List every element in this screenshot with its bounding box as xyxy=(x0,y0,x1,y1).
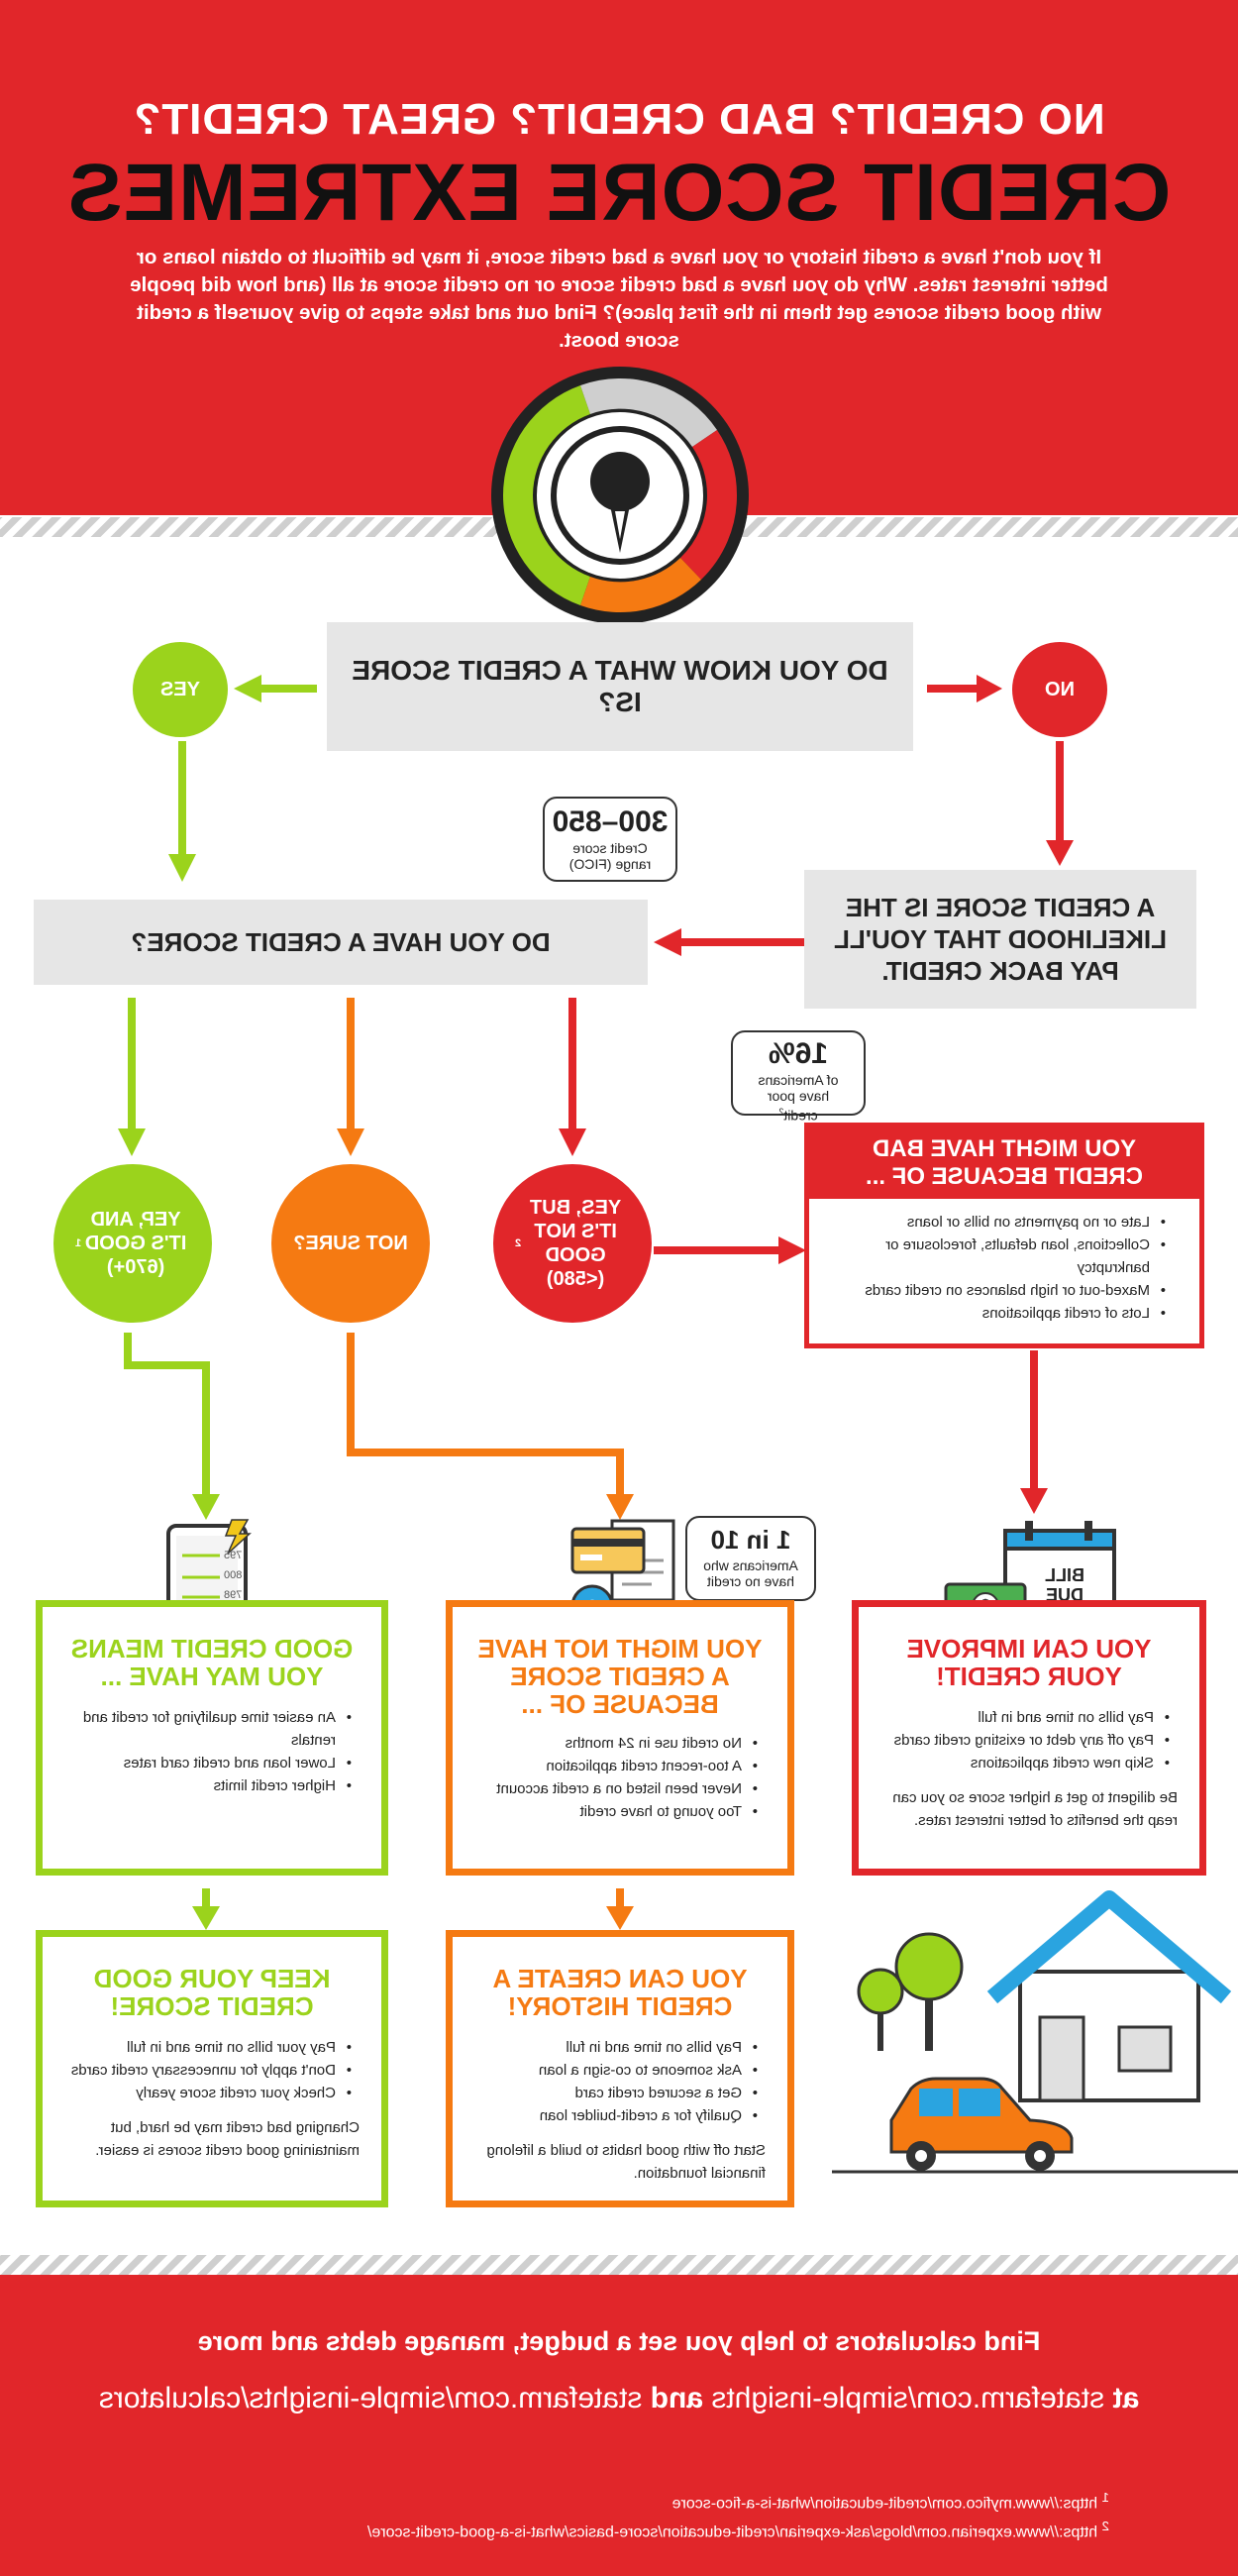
can-improve-title: YOU CAN IMPROVE YOUR CREDIT! xyxy=(906,1634,1152,1691)
poor-credit-footnote: 2 xyxy=(778,1107,784,1117)
poor-credit-caption-text: of Americans have poor credit xyxy=(758,1072,839,1124)
list-item: Skip new credit applications xyxy=(880,1752,1154,1774)
list-item: Lots of credit applications xyxy=(829,1302,1150,1325)
keep-good-credit-card: KEEP YOUR GOOD CREDIT SCORE! Pay your bi… xyxy=(36,1930,388,2207)
list-item: Higher credit limits xyxy=(64,1774,336,1797)
footnote-1-num: 1 xyxy=(1101,2490,1109,2505)
no-credit-bubble: 1 in 10 Americans who have no credit xyxy=(685,1516,816,1601)
green-arrows xyxy=(118,675,317,1930)
footer-at: at xyxy=(1112,2382,1140,2415)
answer-unsure-circle: NOT SURE? xyxy=(271,1164,430,1323)
list-item: Too young to have credit xyxy=(474,1800,742,1823)
list-item: Maxed-out or high balances on credit car… xyxy=(829,1279,1150,1302)
red-arrows xyxy=(559,675,1074,1514)
create-credit-history-title: YOU CAN CREATE A CREDIT HISTORY! xyxy=(492,1964,748,2021)
create-credit-history-card: YOU CAN CREATE A CREDIT HISTORY! Pay bil… xyxy=(446,1930,794,2207)
header-intro: If you don't have a credit history or yo… xyxy=(130,246,1108,352)
answer-good-circle: YEP, AND IT'S GOOD (670+)1 xyxy=(53,1164,212,1323)
credit-range-caption: Credit score range (FICO) xyxy=(568,840,652,872)
footer-link-calculators[interactable]: statefarm.com/simple-insights/calculator… xyxy=(98,2382,643,2415)
keep-good-credit-title: KEEP YOUR GOOD CREDIT SCORE! xyxy=(93,1964,331,2021)
list-item: No credit use in 24 months xyxy=(474,1732,742,1755)
footer-link-simple-insights[interactable]: statefarm.com/simple-insights xyxy=(711,2382,1105,2415)
answer-good-footnote: 1 xyxy=(75,1237,82,1249)
header-kicker: NO CREDIT? BAD CREDIT? GREAT CREDIT? xyxy=(133,95,1105,144)
bad-credit-because-card: YOU MIGHT HAVE BAD CREDIT BECAUSE OF ...… xyxy=(804,1123,1204,1348)
footer-headline: Find calculators to help you set a budge… xyxy=(197,2326,1041,2356)
no-circle: NO xyxy=(1012,642,1107,737)
list-item: Late or no payments on bills or loans xyxy=(829,1211,1150,1234)
footnote-2: 2 https://www.experian.com/blogs/ask-exp… xyxy=(258,2519,1109,2541)
tablet-score: 795 xyxy=(224,1550,243,1561)
list-item: Don't apply for unnecessary credit cards xyxy=(64,2059,336,2082)
answer-good-label: YEP, AND IT'S GOOD (670+) xyxy=(84,1209,187,1278)
list-item: A too-recent credit application xyxy=(474,1755,742,1777)
house-car-illustration xyxy=(832,1890,1238,2174)
credit-range-value: 300–850 xyxy=(552,805,669,838)
footer-and: and xyxy=(650,2382,704,2415)
poor-credit-value: 16% xyxy=(768,1037,829,1070)
list-item: Get a secured credit card xyxy=(474,2082,742,2104)
no-credit-score-because-title: YOU MIGHT NOT HAVE A CREDIT SCORE BECAUS… xyxy=(477,1634,763,1719)
footer-band xyxy=(0,2275,1238,2576)
credit-range-bubble: 300–850 Credit score range (FICO) xyxy=(543,797,677,882)
footnote-2-url[interactable]: https://www.experian.com/blogs/ask-exper… xyxy=(366,2523,1098,2541)
tree-icon xyxy=(857,1932,964,2051)
list-item: Never been listed on a credit account xyxy=(474,1777,742,1800)
good-credit-means-card: GOOD CREDIT MEANS YOU MAY HAVE ... An ea… xyxy=(36,1600,388,1876)
create-credit-history-note: Start off with good habits to build a li… xyxy=(486,2142,766,2182)
list-item: Lower loan and credit card rates xyxy=(64,1752,336,1774)
yes-circle: YES xyxy=(133,642,228,737)
answer-bad-footnote: 2 xyxy=(515,1237,522,1249)
list-item: Collections, loan defaults, foreclosure … xyxy=(829,1234,1150,1279)
footnote-2-num: 2 xyxy=(1101,2519,1109,2533)
list-item: Ask someone to co-sign a loan xyxy=(474,2059,742,2082)
can-improve-card: YOU CAN IMPROVE YOUR CREDIT! Pay bills o… xyxy=(852,1600,1206,1876)
list-item: Pay off any debt or existing credit card… xyxy=(880,1729,1154,1752)
footnote-1: 1 https://www.myfico.com/credit-educatio… xyxy=(555,2490,1109,2513)
page-title: CREDIT SCORE EXTREMES xyxy=(66,148,1172,238)
credit-gauge-icon xyxy=(491,367,749,624)
poor-credit-bubble: 16% of Americans have poor credit2 xyxy=(731,1030,866,1124)
poor-credit-caption: of Americans have poor credit2 xyxy=(733,1070,864,1124)
footnote-1-url[interactable]: https://www.myfico.com/credit-education/… xyxy=(671,2495,1098,2513)
list-item: Pay your bills on time and in full xyxy=(64,2036,336,2059)
list-item: Pay bills on time and in full xyxy=(474,2036,742,2059)
orange-arrows xyxy=(337,998,634,1930)
question-have-credit-score: DO YOU HAVE A CREDIT SCORE? xyxy=(34,900,648,985)
list-item: Pay bills on time and in full xyxy=(880,1706,1154,1729)
bottom-stripe-divider xyxy=(0,2255,1238,2275)
question-know-credit-score: DO YOU KNOW WHAT A CREDIT SCORE IS? xyxy=(327,622,913,751)
can-improve-note: Be diligent to get a higher score so you… xyxy=(892,1789,1178,1829)
bad-credit-because-title: YOU MIGHT HAVE BAD CREDIT BECAUSE OF ... xyxy=(809,1127,1199,1199)
list-item: Check your credit score yearly xyxy=(64,2082,336,2104)
answer-bad-label: YES, BUT IT'S NOT GOOD (<580) xyxy=(529,1197,622,1290)
answer-bad-circle: YES, BUT IT'S NOT GOOD (<580) 2 xyxy=(493,1164,652,1323)
credit-score-definition: A CREDIT SCORE IS THE LIKELIHOOD THAT YO… xyxy=(804,870,1196,1009)
house-icon xyxy=(986,1890,1232,2102)
no-credit-caption: Americans who have no credit xyxy=(703,1557,798,1589)
car-icon xyxy=(889,2077,1074,2171)
no-credit-value: 1 in 10 xyxy=(710,1525,791,1555)
keep-good-credit-note: Changing bad credit may be hard, but mai… xyxy=(95,2119,360,2159)
list-item: An easier time qualifying for credit and… xyxy=(64,1706,336,1752)
no-credit-score-because-card: YOU MIGHT NOT HAVE A CREDIT SCORE BECAUS… xyxy=(446,1600,794,1876)
tablet-score: 800 xyxy=(224,1569,243,1581)
bill-due-label: BILL DUE xyxy=(1045,1565,1084,1605)
footer-links: at statefarm.com/simple-insights and sta… xyxy=(0,2382,1238,2415)
tablet-score-list: 795 800 798 xyxy=(224,1546,242,1605)
good-credit-means-title: GOOD CREDIT MEANS YOU MAY HAVE ... xyxy=(70,1634,354,1691)
list-item: Qualify for a credit-builder loan xyxy=(474,2104,742,2127)
